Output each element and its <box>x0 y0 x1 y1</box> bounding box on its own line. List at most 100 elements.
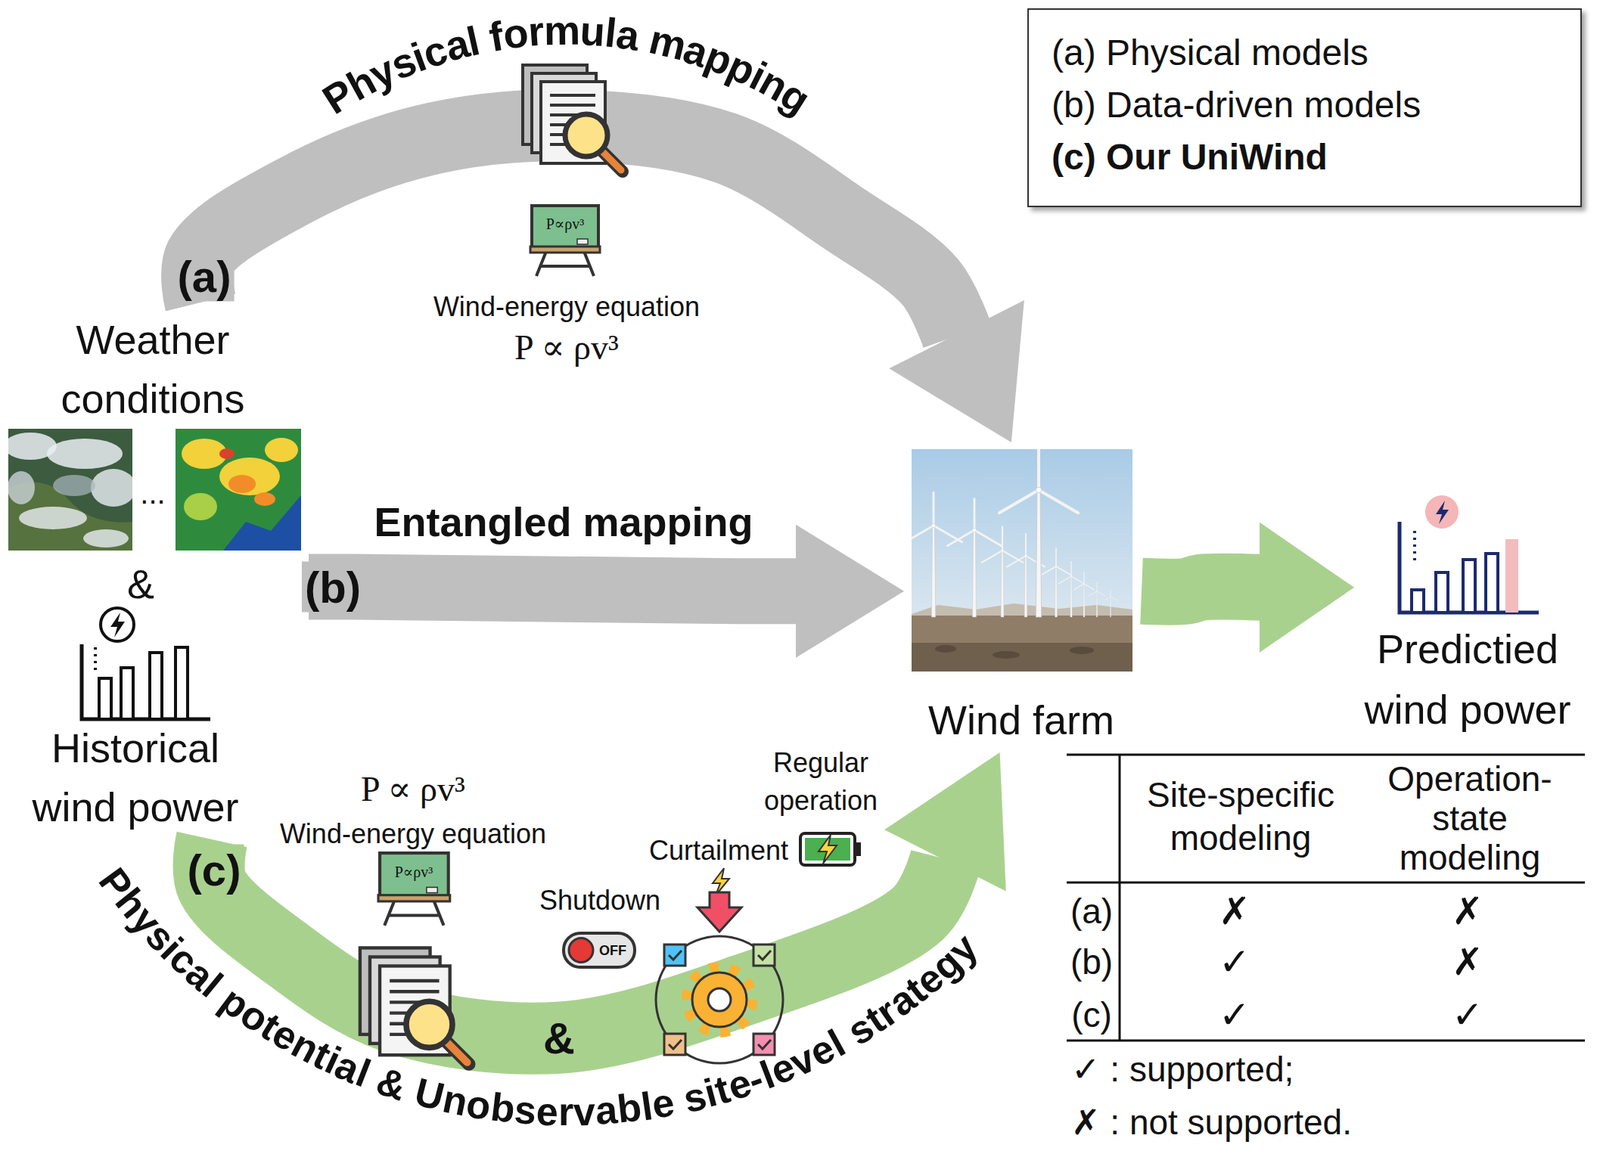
flow-arrow <box>308 525 905 659</box>
wind-farm-photo-part <box>911 449 1133 672</box>
label-glyph: p <box>699 34 738 82</box>
label-glyph: e <box>648 1082 677 1125</box>
wind-farm-node: Wind farm <box>904 442 1142 753</box>
power-chart-icon <box>81 608 211 720</box>
satellite-image-part <box>8 471 35 505</box>
document-icon <box>360 947 470 1065</box>
label-glyph: l <box>602 11 619 53</box>
path-tag: (c) <box>184 845 245 896</box>
satellite-image-part <box>18 506 87 530</box>
predicted-power-icon-part <box>1425 495 1459 529</box>
node-text: Weather conditions <box>31 310 274 429</box>
satellite-image-part <box>46 438 123 470</box>
label-glyph: o <box>500 11 531 56</box>
label-glyph: o <box>233 994 276 1041</box>
chalkboard-icon <box>530 205 600 277</box>
edge-label: Entangled mapping <box>373 498 753 546</box>
label-glyph <box>831 1018 861 1058</box>
label-glyph <box>400 1068 422 1110</box>
label-glyph: i <box>700 1072 721 1114</box>
label-glyph: l <box>195 966 230 1004</box>
equation-caption: Wind-energy equation <box>433 291 700 323</box>
arrow-head <box>1259 522 1355 653</box>
arrow-head <box>884 752 1007 892</box>
board-formula: P∝ρv³ <box>546 215 585 234</box>
power-chart-icon-part <box>100 608 134 642</box>
curtailment-arrow-icon-part <box>697 892 742 933</box>
label-glyph: y <box>363 48 401 96</box>
operation-gear-icon-part <box>664 1034 686 1056</box>
predicted-power-icon-part <box>1485 553 1498 613</box>
label-glyph: i <box>744 54 774 97</box>
table-row-label: (c) <box>1071 995 1113 1036</box>
prediction-node: Predictied wind power <box>1354 484 1585 743</box>
legend-entry: (b) Data-driven models <box>1051 78 1551 131</box>
label-glyph: l <box>638 1086 656 1128</box>
label-glyph: e <box>535 1091 560 1132</box>
wind-farm-photo-part <box>911 643 1133 672</box>
path-tag: (a) <box>174 251 235 302</box>
table-note: ✗ : not supported. <box>1071 1102 1352 1144</box>
label-glyph: i <box>154 931 190 967</box>
power-chart-icon-part <box>99 678 112 720</box>
operation-gear-icon-part <box>708 988 731 1012</box>
label-glyph: f <box>486 15 507 58</box>
satellite-image-part <box>83 529 129 548</box>
legend-box: (a) Physical models(b) Data-driven model… <box>1027 8 1582 208</box>
satellite-image-part <box>228 475 256 494</box>
table-rules-part <box>1066 1040 1585 1043</box>
label-glyph: a <box>679 27 714 74</box>
label-glyph: s <box>139 915 184 959</box>
toggle-text: OFF <box>599 943 627 960</box>
predicted-power-icon-part <box>1505 539 1519 613</box>
arrow-shaft <box>308 587 798 592</box>
wind-farm-photo <box>911 449 1133 672</box>
label-glyph: l <box>822 1023 852 1064</box>
join-symbol: & <box>540 1012 578 1064</box>
label-glyph <box>475 17 494 60</box>
state-name: Curtailment <box>649 835 789 867</box>
label-glyph: t <box>897 971 933 1010</box>
satellite-image <box>175 428 302 551</box>
state-name: Regular operation <box>748 744 893 821</box>
predicted-power-icon-part <box>1435 500 1449 525</box>
label-glyph: e <box>722 1062 755 1107</box>
table-note: ✓ : supported; <box>1071 1050 1294 1091</box>
arrow-head <box>795 525 905 659</box>
label-glyph: s <box>680 1075 711 1119</box>
label-glyph: g <box>924 941 970 988</box>
label-glyph: t <box>858 1000 892 1041</box>
wind-farm-photo-part <box>911 603 1133 672</box>
label-glyph: h <box>340 59 383 107</box>
label-glyph: n <box>439 1078 472 1122</box>
off-toggle-icon <box>563 933 635 968</box>
wind-farm-photo-part <box>911 615 1133 672</box>
power-chart-icon-part <box>110 612 125 638</box>
wind-farm-photo-part <box>1104 589 1118 618</box>
label-glyph: l <box>462 19 483 63</box>
satellite-image <box>8 428 133 551</box>
label-glyph: b <box>615 1087 644 1130</box>
label-glyph: t <box>710 1069 734 1112</box>
power-chart-icon-part <box>175 647 188 720</box>
label-glyph: s <box>384 39 421 86</box>
battery-icon-part <box>854 842 861 857</box>
table-row-label: (a) <box>1070 891 1113 933</box>
label-glyph: l <box>754 1054 780 1096</box>
label-glyph <box>361 1056 386 1098</box>
node-text: & <box>118 554 164 614</box>
wind-farm-photo-part <box>981 526 1024 618</box>
satellite-image-part <box>90 469 133 507</box>
predicted-power-icon-part <box>1411 590 1424 613</box>
wind-farm-photo-part <box>1058 562 1084 618</box>
wind-farm-photo-part <box>1069 646 1094 655</box>
curtailment-arrow-icon <box>697 868 742 933</box>
document-icon <box>522 65 623 172</box>
power-chart-icon-part <box>81 644 211 720</box>
board-formula: P∝ρv³ <box>394 863 434 882</box>
state-name: Shutdown <box>539 885 661 917</box>
operation-gear-icon-part <box>753 1034 775 1056</box>
satellite-image-part <box>219 457 280 496</box>
wind-farm-photo-part <box>999 449 1079 618</box>
table-header: Operation-state modeling <box>1367 759 1573 878</box>
